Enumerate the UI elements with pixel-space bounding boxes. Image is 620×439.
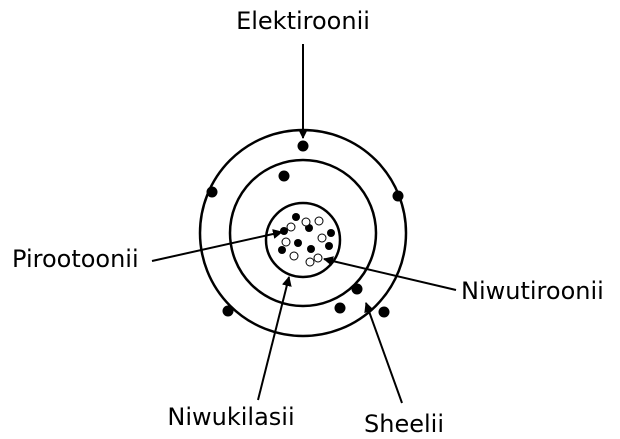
proton <box>327 229 335 237</box>
proton <box>307 245 315 253</box>
electron <box>222 305 234 317</box>
neutrons-arrow <box>323 256 457 291</box>
nucleus-arrow <box>257 276 292 401</box>
shells-label: Sheelii <box>364 410 444 438</box>
electron <box>378 306 390 318</box>
neutron <box>301 217 311 227</box>
proton <box>325 242 333 250</box>
neutron <box>314 216 324 226</box>
protons-label: Pirootoonii <box>12 245 139 273</box>
electron <box>278 170 290 182</box>
neutron <box>281 237 291 247</box>
neutrons-label: Niwutiroonii <box>461 277 604 305</box>
electron <box>392 190 404 202</box>
proton <box>294 239 302 247</box>
nucleus-label: Niwukilasii <box>167 403 294 431</box>
neutron <box>289 251 299 261</box>
electron <box>351 283 363 295</box>
electrons-label: Elektiroonii <box>236 7 370 35</box>
outer-shell-electrons <box>206 140 404 318</box>
neutron <box>313 253 323 263</box>
proton <box>278 246 286 254</box>
neutron <box>317 233 327 243</box>
protons-arrow <box>151 229 283 262</box>
nucleus <box>264 201 342 279</box>
inner-shell-electrons <box>278 170 363 295</box>
electron <box>297 140 309 152</box>
proton <box>292 213 300 221</box>
neutron <box>305 257 315 267</box>
electron <box>206 186 218 198</box>
shells-arrow <box>364 302 403 404</box>
neutrons-group <box>281 216 327 267</box>
electron <box>334 302 346 314</box>
leader-lines <box>151 44 457 404</box>
neutron <box>286 222 296 232</box>
inner-shell <box>228 158 378 308</box>
